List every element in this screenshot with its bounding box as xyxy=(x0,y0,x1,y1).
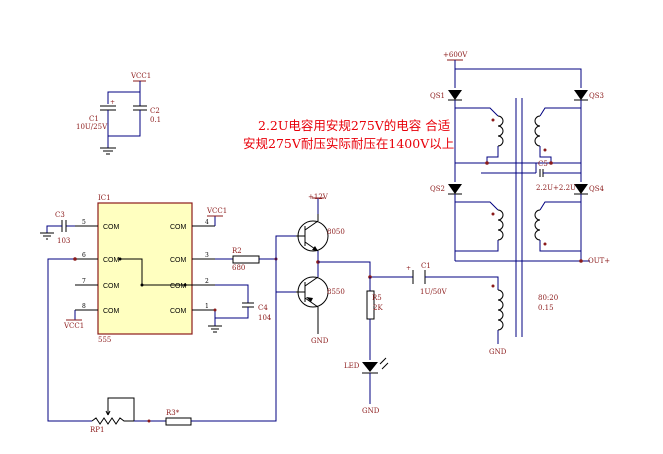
ic-name: IC1 xyxy=(98,194,111,202)
ic-pin-7: 7 xyxy=(82,278,86,285)
ic-body xyxy=(97,202,193,335)
q-up-supply: +12V xyxy=(308,193,329,201)
note-line-2: 安规275V耐压实际耐压在1400V以上 xyxy=(243,136,454,151)
qs2-label: QS2 xyxy=(430,185,445,193)
xfmr-gnd: GND xyxy=(489,348,507,356)
c4-name: C4 xyxy=(258,304,268,312)
resistor-r3: R3* xyxy=(165,409,192,426)
c1-name: C1 xyxy=(89,115,99,123)
ic-pin-8: 8 xyxy=(82,303,86,310)
ic-vcc-right: VCC1 xyxy=(206,207,227,215)
transistor-8050: +12V 8050 xyxy=(296,193,345,252)
r3-label: R3* xyxy=(166,409,180,417)
ic-pin-3: 3 xyxy=(205,252,209,259)
wire-size: 0.15 xyxy=(538,304,554,312)
c1-value: 10U/25V xyxy=(76,123,108,131)
c1b-value: 1U/50V xyxy=(420,288,448,296)
r2-name: R2 xyxy=(232,247,242,255)
ic-pin-1-label: COM xyxy=(170,308,187,315)
ic-pin-8-label: COM xyxy=(103,308,120,315)
r5-value: 2K xyxy=(373,304,383,312)
transformer: GND 80:20 0.15 xyxy=(489,98,558,356)
svg-text:+: + xyxy=(110,99,115,106)
r2-value: 680 xyxy=(232,264,245,272)
coupling-capacitor: + C1 1U/50V xyxy=(406,262,499,296)
ic-pin-6-label: COM xyxy=(103,257,120,264)
r5-name: R5 xyxy=(372,294,382,302)
vcc-top-label: VCC1 xyxy=(130,72,151,80)
c1b-name: C1 xyxy=(421,262,431,270)
c3-value: 103 xyxy=(57,237,70,245)
turns-ratio: 80:20 xyxy=(538,294,558,302)
ic-pin-6: 6 xyxy=(82,252,86,259)
c4-value: 104 xyxy=(258,314,272,322)
c2-value: 0.1 xyxy=(150,116,161,124)
qs3-label: QS3 xyxy=(589,92,604,100)
supply-decoupling: VCC1 + C1 10U/25V C2 0.1 xyxy=(76,72,161,155)
capacitor-c3: C3 103 xyxy=(40,211,75,245)
q-up-label: 8050 xyxy=(327,228,345,236)
led: LED GND xyxy=(344,357,389,415)
q-down-gnd: GND xyxy=(311,337,329,345)
hv-label: +600V xyxy=(443,51,468,59)
q-down-label: 8550 xyxy=(327,288,345,296)
c5-name: C5 xyxy=(538,160,548,168)
note-line-1: 2.2U电容用安规275V的电容 合适 xyxy=(258,118,450,133)
capacitor-c4: C4 104 xyxy=(208,284,272,333)
h-bridge: +600V QS1 QS3 QS2 QS4 xyxy=(430,51,610,265)
resistor-r5: R5 2K xyxy=(366,277,383,360)
ic-555: IC1 555 COM COM COM COM COM COM COM COM … xyxy=(63,194,227,344)
ic-vcc-left: VCC1 xyxy=(63,322,84,330)
ic-pin-2: 2 xyxy=(205,278,209,285)
ic-part: 555 xyxy=(98,336,111,344)
resistor-r2: R2 680 xyxy=(215,247,278,272)
led-gnd: GND xyxy=(362,407,380,415)
transistor-8550: 8550 GND xyxy=(296,276,345,345)
c3-name: C3 xyxy=(55,211,65,219)
ic-pin-3-label: COM xyxy=(170,257,187,264)
ic-pin-1: 1 xyxy=(205,303,209,310)
qs1-label: QS1 xyxy=(430,92,445,100)
ic-pin-4-label: COM xyxy=(170,224,187,231)
ic-pin-7-label: COM xyxy=(103,283,120,290)
ic-pin-5: 5 xyxy=(82,219,86,226)
rp1-label: RP1 xyxy=(90,426,104,434)
ic-pin-5-label: COM xyxy=(103,224,120,231)
c5-value: 2.2U+2.2U xyxy=(536,184,576,192)
led-label: LED xyxy=(344,362,360,370)
ic-pin-4: 4 xyxy=(205,219,209,226)
svg-text:+: + xyxy=(406,265,411,272)
ic-pin-2-label: COM xyxy=(170,283,187,290)
out-label: OUT+ xyxy=(588,257,610,265)
potentiometer-rp1: RP1 xyxy=(90,397,135,434)
qs4-label: QS4 xyxy=(589,185,605,193)
c2-name: C2 xyxy=(150,107,160,115)
